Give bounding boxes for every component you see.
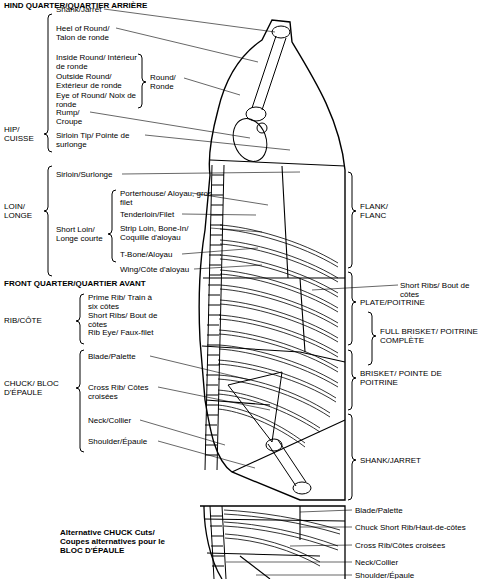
- cut-label: Heel of Round/ Talon de ronde: [56, 24, 118, 42]
- cut-label: Short Ribs/ Bout de côtes: [400, 281, 475, 299]
- cut-label: Blade/Palette: [88, 352, 168, 361]
- primal-label: SHANK/JARRET: [360, 456, 450, 465]
- inset-heading: Alternative CHUCK Cuts/ Coupes alternati…: [60, 528, 170, 555]
- primal-label: FULL BRISKET/ POITRINE COMPLÈTE: [380, 327, 480, 345]
- cut-label: Cross Rib/Côtes croisées: [355, 541, 495, 550]
- group-label: Round/ Ronde: [150, 73, 184, 91]
- hip-socket: [257, 123, 267, 133]
- primal-label: BRISKET/ POINTE DE POITRINE: [360, 369, 465, 387]
- group-label: LOIN/ LONGE: [4, 202, 40, 220]
- primal-label: FLANK/ FLANC: [360, 202, 400, 220]
- cut-label: Strip Loin, Bone-In/ Coquille d'aloyau: [120, 224, 210, 242]
- cut-label: T-Bone/Aloyau: [120, 250, 220, 259]
- alt-chuck-cuts: [204, 506, 345, 579]
- cut-lines: [202, 160, 345, 472]
- cut-label: Tenderloin/Filet: [120, 210, 220, 219]
- group-label: HIP/ CUISSE: [4, 125, 42, 143]
- section-heading: HIND QUARTER/QUARTIER ARRIÈRE: [4, 1, 204, 10]
- cut-label: Outside Round/ Extérieur de ronde: [56, 72, 138, 90]
- cut-label: Rib Eye/ Faux-filet: [88, 328, 163, 337]
- cut-label: Porterhouse/ Aloyau, gros filet: [120, 189, 220, 207]
- cut-label: Cross Rib/ Côtes croisées: [88, 383, 156, 401]
- cut-label: Sirloin Tip/ Pointe de surlonge: [56, 131, 144, 149]
- rib-bones: [218, 225, 338, 447]
- cut-label: Shoulder/Épaule: [355, 571, 495, 579]
- cut-label: Neck/Collier: [355, 558, 495, 567]
- section-heading: FRONT QUARTER/QUARTIER AVANT: [4, 279, 204, 288]
- spine-vertebrae: [205, 165, 224, 470]
- cut-label: Rump/ Croupe: [56, 108, 96, 126]
- cut-label: Neck/Collier: [88, 416, 168, 425]
- joint: [266, 439, 282, 451]
- cut-label: Prime Rib/ Train à six côtes: [88, 293, 163, 311]
- cut-label: Shoulder/Épaule: [88, 437, 168, 446]
- cut-label: Blade/Palette: [355, 506, 495, 515]
- cut-label: Wing/Côte d'aloyau: [120, 265, 220, 274]
- cut-label: Eye of Round/ Noix de ronde: [56, 91, 138, 109]
- group-label: RIB/CÔTE: [4, 316, 74, 325]
- group-label: Short Loin/ Longe courte: [56, 225, 106, 243]
- carcass-outline: [199, 20, 345, 500]
- pelvis-bone: [227, 114, 272, 166]
- alt-chuck-spine: [210, 506, 226, 579]
- group-label: CHUCK/ BLOC D'ÉPAULE: [4, 379, 74, 397]
- group-bracket: [44, 14, 376, 500]
- cut-label: Chuck Short Rib/Haut-de-côtes: [355, 523, 495, 532]
- cut-label: Short Ribs/ Bout de côtes: [88, 311, 163, 329]
- joint: [293, 482, 311, 494]
- cut-label: Inside Round/ Intérieur de ronde: [56, 53, 138, 71]
- alt-chuck-outline: [200, 506, 345, 579]
- cut-label: Shank/Jarret: [56, 5, 146, 14]
- illustration-group: [44, 9, 398, 579]
- femur-bone: [252, 36, 286, 110]
- primal-label: PLATE/POITRINE: [360, 298, 450, 307]
- cut-label: Sirloin/Surlonge: [56, 170, 146, 179]
